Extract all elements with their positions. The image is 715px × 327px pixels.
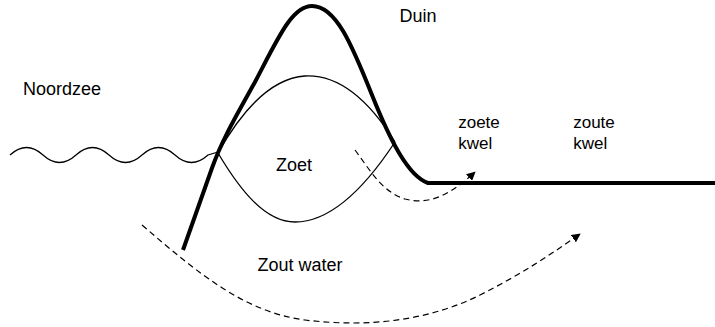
sea-label: Noordzee [23, 78, 101, 101]
dune-label: Duin [399, 5, 436, 28]
fresh-seepage-label: zoete kwel [458, 112, 500, 155]
dune-outline [183, 6, 715, 250]
fresh-seepage-flow [355, 150, 475, 201]
sea-wave [10, 148, 218, 163]
salt-seepage-label: zoute kwel [573, 112, 615, 155]
fresh-water-label: Zoet [276, 154, 312, 177]
salt-seepage-flow [142, 225, 580, 323]
salt-water-label: Zout water [257, 254, 342, 277]
lens-bottom [218, 142, 395, 222]
